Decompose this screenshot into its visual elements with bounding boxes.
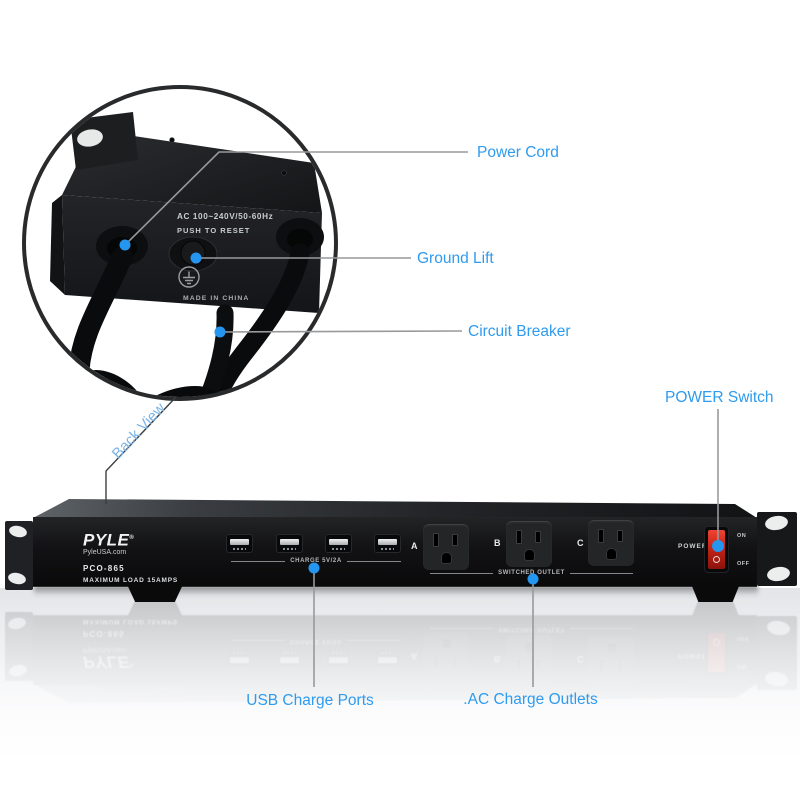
bracket-hole [77,129,103,147]
usb-caption: CHARGE 5V/2A [231,558,402,564]
usb-pins [332,548,345,550]
max-load-label: MAXIMUM LOAD 15AMPS [83,576,179,584]
outlet-letter-a: A [411,541,418,551]
label-circuit-breaker: Circuit Breaker [468,323,571,340]
outlet-slot [617,530,623,542]
outlet-slot [433,533,439,547]
label-power-cord: Power Cord [477,144,559,161]
usb-caption-text: CHARGE 5V/2A [290,558,342,564]
ac-outlet-a [423,524,469,570]
ground-symbol-icon [178,266,200,288]
brand-site: PyleUSA.com [83,548,127,556]
caption-rule [569,572,634,574]
cable-junction [75,370,149,397]
usb-port-4 [374,534,401,553]
registered-mark: ® [129,535,135,541]
power-cable-left [68,246,133,397]
outlet-slot [516,530,522,544]
outlet-slot [452,534,458,546]
screw [281,170,287,176]
on-text: ON [737,533,747,539]
usb-port-3 [325,534,352,553]
reset-text: PUSH TO RESET [177,226,250,235]
usb-pins [283,548,296,550]
switched-outlet-text: SWITCHED OUTLET [498,570,565,576]
usb-tongue [280,539,299,545]
usb-port-1 [226,534,253,553]
ac-outlet-b [506,521,552,567]
cord-grommet-right-inner [287,229,313,249]
outlet-letter-c: C [577,538,584,548]
label-ground-lift: Ground Lift [417,250,494,267]
model-number: PCO-865 [83,563,125,573]
switch-o-marking [713,556,720,563]
label-usb-charge-ports: USB Charge Ports [246,692,374,709]
outlet-slot [535,531,541,543]
usb-tongue [329,539,348,545]
usb-ports-dot [308,562,320,574]
pyle-logo: PYLE® [83,530,178,550]
caption-rule [346,560,402,562]
brand-block: PYLE® PyleUSA.com PCO-865 MAXIMUM LOAD 1… [83,531,178,584]
front-panel: PYLE® PyleUSA.com PCO-865 MAXIMUM LOAD 1… [33,517,757,587]
label-power-switch: POWER Switch [665,389,774,406]
brand-text: PYLE [83,530,130,550]
unit-foot-left [127,585,183,602]
rack-ear-left [5,521,33,590]
usb-tongue [378,539,397,545]
outlet-letter-b: B [494,538,501,548]
rack-ear-right [757,512,797,586]
reflection-fade [0,598,800,798]
back-view-pointer-line [105,396,177,504]
power-cord-dot [119,239,131,251]
usb-pins [381,548,394,550]
chassis-side [50,195,65,295]
caption-rule [430,572,494,574]
circuit-breaker-dot [214,326,226,338]
power-cable-right [206,243,310,397]
label-ac-charge-outlets: .AC Charge Outlets [463,691,598,708]
unit-foot-right [691,585,740,602]
back-view-photo: AC 100~240V/50-60Hz PUSH TO RESET MADE I… [50,112,324,397]
ac-outlets-dot [527,573,539,585]
outlet-ground-hole [524,549,535,561]
rack-bracket [70,112,138,170]
unit-top-face [33,499,757,518]
off-text: OFF [737,561,750,567]
ground-lift-dot [190,252,202,264]
ac-outlet-c [588,520,634,566]
switched-outlet-caption: SWITCHED OUTLET [430,570,634,576]
usb-pins [233,548,246,550]
rating-text: AC 100~240V/50-60Hz [177,212,273,221]
power-cord-line [124,151,468,246]
usb-tongue [230,539,249,545]
caption-rule [231,560,286,562]
circuit-breaker-line [219,330,463,333]
made-in-text: MADE IN CHINA [183,295,249,302]
usb-port-2 [276,534,303,553]
outlet-slot [598,529,604,543]
back-view-inset: AC 100~240V/50-60Hz PUSH TO RESET MADE I… [22,85,338,401]
outlet-ground-hole [606,548,617,560]
screw [169,137,175,143]
outlet-ground-hole [441,552,452,564]
power-switch-dot [712,540,724,552]
power-text: POWER [678,543,708,550]
